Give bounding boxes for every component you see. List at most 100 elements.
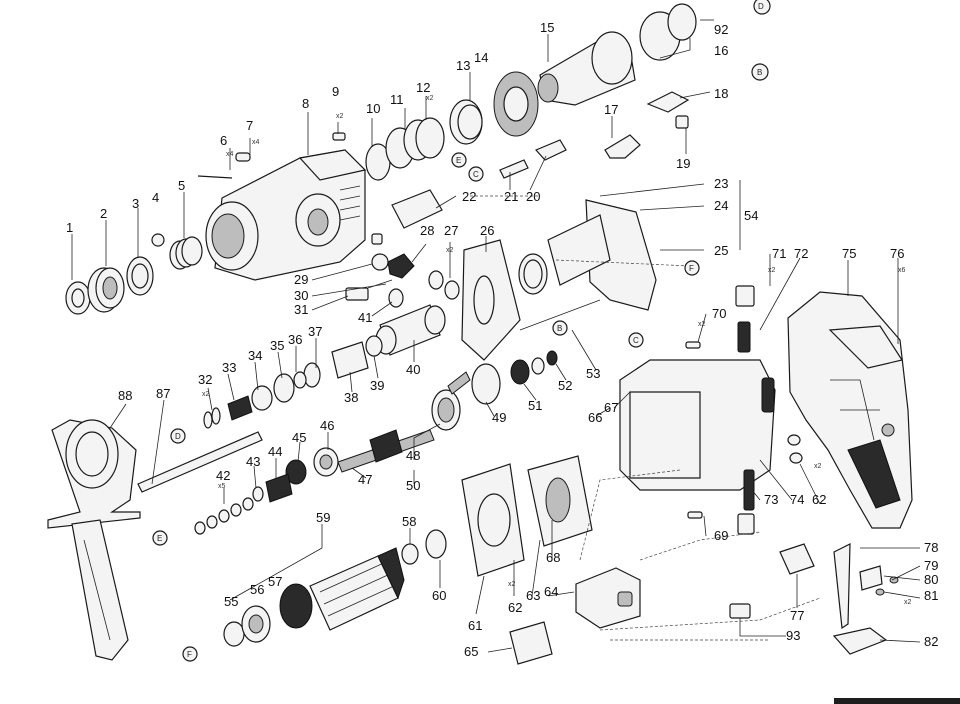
callout-67: 67 [604, 400, 618, 415]
callout-14: 14 [474, 50, 488, 65]
callout-73: 73 [764, 492, 778, 507]
callout-49: 49 [492, 410, 506, 425]
callout-57: 57 [268, 574, 282, 589]
small-bearing-parts [345, 233, 460, 308]
callout-13: 13 [456, 58, 470, 73]
callout-88: 88 [118, 388, 132, 403]
callout-62-stator: 62 [508, 600, 522, 615]
callout-77: 77 [790, 608, 804, 623]
qty-62-stator: x2 [508, 581, 516, 588]
callout-62-handle: 62 [812, 492, 826, 507]
callout-11: 11 [390, 92, 404, 107]
cable-parts [729, 543, 899, 655]
qty-7: x4 [252, 139, 260, 146]
bottom-edge-bar [834, 698, 960, 704]
bearings [194, 447, 339, 535]
callout-35: 35 [270, 338, 284, 353]
leader-lines [71, 19, 921, 653]
callout-70: 70 [712, 306, 726, 321]
callout-38: 38 [344, 390, 358, 405]
callout-75: 75 [842, 246, 856, 261]
gear-housing [197, 132, 367, 281]
callout-93: 93 [786, 628, 800, 643]
ref-e-top: E [456, 156, 461, 165]
quantity-labels: x4 x4 x2 x2 x2 x2 x5 x2 x2 x2 x2 x6 x2 [202, 95, 912, 606]
callout-19: 19 [676, 156, 690, 171]
callout-55: 55 [224, 594, 238, 609]
callout-15: 15 [540, 20, 554, 35]
callout-1: 1 [66, 220, 73, 235]
callout-92: 92 [714, 22, 728, 37]
qty-6: x4 [226, 151, 234, 158]
callout-81: 81 [924, 588, 938, 603]
callout-80: 80 [924, 572, 938, 587]
callout-28: 28 [420, 223, 434, 238]
callout-58: 58 [402, 514, 416, 529]
callout-72: 72 [794, 246, 808, 261]
callout-23: 23 [714, 176, 728, 191]
motor-housing [619, 359, 776, 491]
callout-82: 82 [924, 634, 938, 649]
callout-60: 60 [432, 588, 446, 603]
callout-68: 68 [546, 550, 560, 565]
callout-34: 34 [248, 348, 262, 363]
callout-8: 8 [302, 96, 309, 111]
callout-4: 4 [152, 190, 159, 205]
callout-22: 22 [462, 189, 476, 204]
main-handle [787, 291, 913, 529]
cylinder-housing [518, 199, 657, 331]
qty-81: x2 [904, 599, 912, 606]
callout-54: 54 [744, 208, 758, 223]
callout-3: 3 [132, 196, 139, 211]
callout-37: 37 [308, 324, 322, 339]
callout-29: 29 [294, 272, 308, 287]
qty-27: x2 [446, 247, 454, 254]
callout-33: 33 [222, 360, 236, 375]
ref-d-left: D [175, 432, 181, 441]
callout-51: 51 [528, 398, 542, 413]
callout-47: 47 [358, 472, 372, 487]
gear-shaft [337, 350, 558, 473]
qty-12: x2 [426, 95, 434, 102]
callout-43: 43 [246, 454, 260, 469]
callout-5: 5 [178, 178, 185, 193]
callout-27: 27 [444, 223, 458, 238]
callout-44: 44 [268, 444, 282, 459]
qty-9: x2 [336, 113, 344, 120]
callout-59: 59 [316, 510, 330, 525]
front-seal-rings [65, 233, 203, 315]
ref-c-top: C [473, 170, 479, 179]
rings-and-gear [365, 71, 539, 181]
spindle-assembly [537, 3, 697, 106]
callout-12: 12 [416, 80, 430, 95]
callout-63: 63 [526, 588, 540, 603]
callout-41: 41 [358, 310, 372, 325]
piston-assembly [203, 304, 446, 429]
callout-25: 25 [714, 243, 728, 258]
callout-7: 7 [246, 118, 253, 133]
side-handle [47, 419, 141, 661]
switch-unit [509, 567, 641, 665]
callout-31: 31 [294, 302, 308, 317]
callout-61: 61 [468, 618, 482, 633]
callout-46: 46 [320, 418, 334, 433]
callout-69: 69 [714, 528, 728, 543]
gasket-plate [461, 239, 521, 361]
callout-76: 76 [890, 246, 904, 261]
qty-42: x5 [218, 483, 226, 490]
reference-letters: D B E C F B C D E F [157, 2, 764, 659]
callout-78: 78 [924, 540, 938, 555]
ref-b-mid: B [557, 324, 562, 333]
callout-26: 26 [480, 223, 494, 238]
stator-housing [461, 455, 593, 577]
callout-32: 32 [198, 372, 212, 387]
switch-levers [391, 91, 690, 229]
callout-16: 16 [714, 43, 728, 58]
callout-87: 87 [156, 386, 170, 401]
carbon-brushes [685, 285, 755, 535]
callout-71: 71 [772, 246, 786, 261]
armature [223, 529, 447, 647]
callout-45: 45 [292, 430, 306, 445]
callout-52: 52 [558, 378, 572, 393]
